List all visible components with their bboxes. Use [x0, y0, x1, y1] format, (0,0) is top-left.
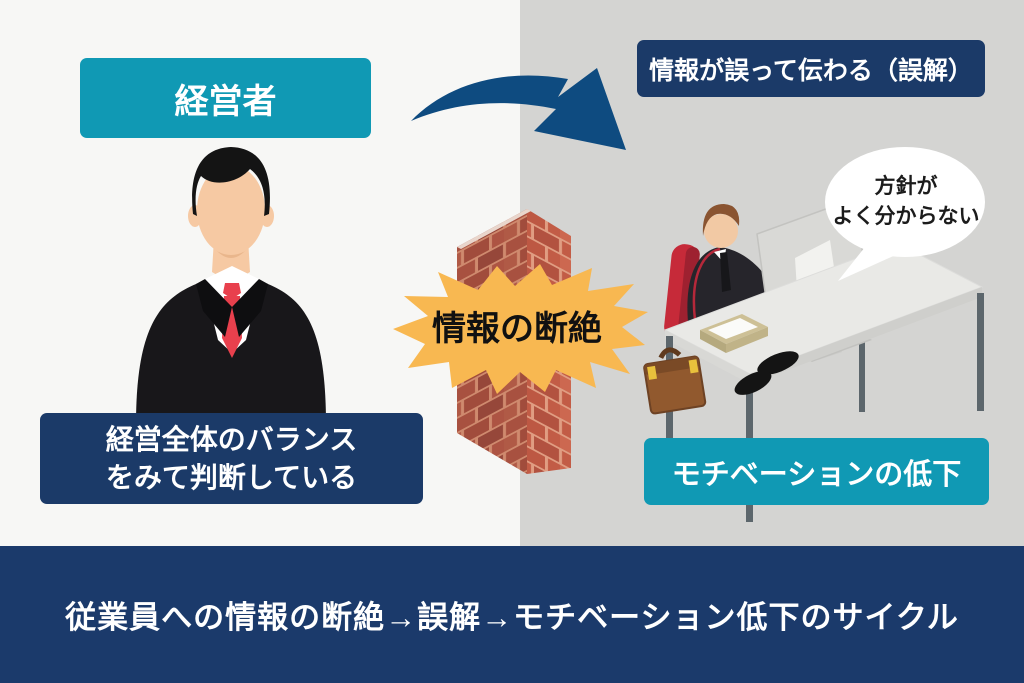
speech-line1: 方針が — [874, 175, 938, 198]
misunderstanding-label: 情報が誤って伝わる（誤解） — [649, 56, 973, 85]
misunderstanding-label-box: 情報が誤って伝わる（誤解） — [637, 40, 985, 97]
curved-arrow-icon — [411, 68, 626, 150]
employee-desk-illustration — [643, 197, 984, 522]
cycle-summary-banner: 従業員への情報の断絶→誤解→モチベーション低下のサイクル — [0, 546, 1024, 683]
motivation-label-box: モチベーションの低下 — [644, 438, 989, 505]
information-disconnect-label: 情報の断絶 — [432, 310, 602, 348]
burst-shape — [393, 264, 648, 394]
manager-hair — [192, 147, 270, 216]
motivation-label: モチベーションの低下 — [671, 458, 962, 491]
cycle-summary-text: 従業員への情報の断絶→誤解→モチベーション低下のサイクル — [65, 600, 959, 635]
manager-role-label-box: 経営者 — [80, 58, 371, 138]
speech-bubble-text: 方針が よく分からない — [828, 161, 984, 243]
manager-caption-line1: 経営全体のバランス — [105, 423, 358, 455]
document-tray — [700, 314, 768, 353]
manager-face — [197, 165, 265, 255]
speech-line2: よく分からない — [832, 205, 980, 228]
employee-shoes — [734, 351, 799, 395]
speech-bubble — [825, 147, 985, 281]
manager-caption-line2: をみて判断している — [105, 461, 358, 493]
manager-illustration — [136, 147, 326, 425]
manager-role-label: 経営者 — [174, 82, 277, 121]
desk-leg — [977, 293, 984, 411]
employee-hair — [702, 204, 740, 236]
employee-face — [704, 214, 738, 248]
briefcase-icon — [643, 347, 707, 415]
manager-caption-box: 経営全体のバランス をみて判断している — [40, 413, 423, 504]
employee-tie — [720, 252, 731, 292]
